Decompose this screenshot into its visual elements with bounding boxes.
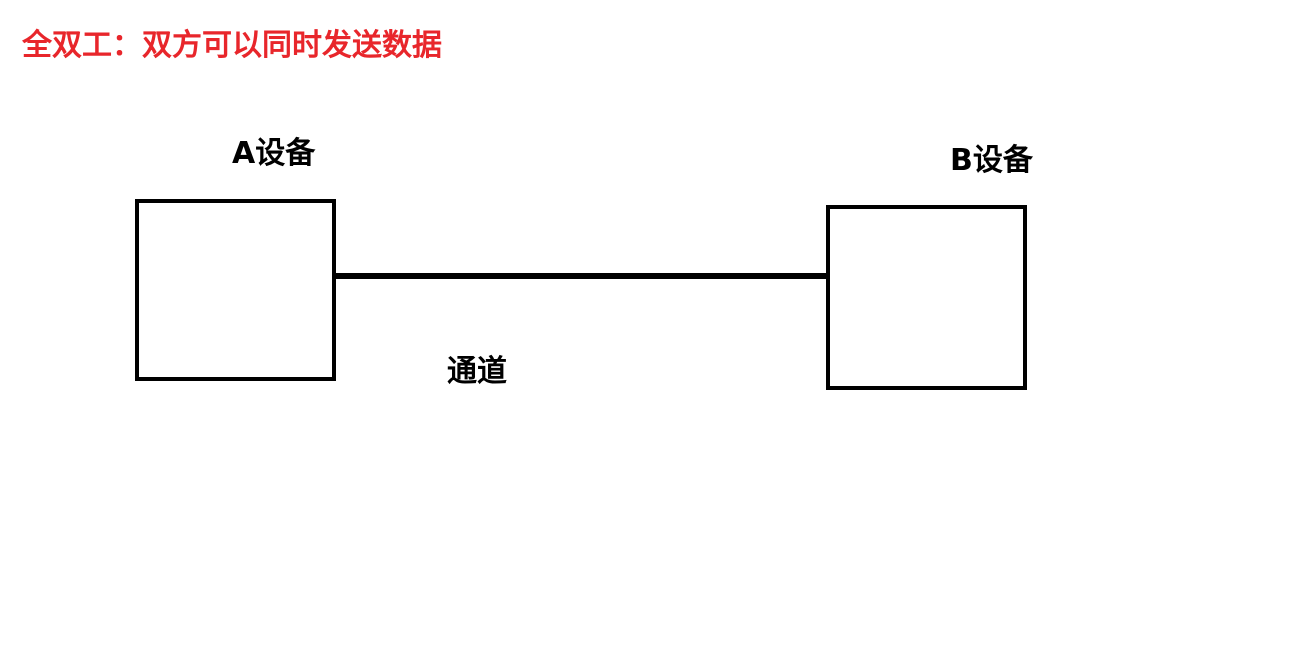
device-b-box	[826, 205, 1027, 390]
diagram-title: 全双工：双方可以同时发送数据	[22, 28, 442, 63]
device-b-label: B设备	[950, 143, 1033, 178]
device-a-label: A设备	[232, 136, 316, 171]
channel-label: 通道	[447, 354, 507, 389]
channel-line	[336, 273, 826, 279]
device-a-box	[135, 199, 336, 381]
